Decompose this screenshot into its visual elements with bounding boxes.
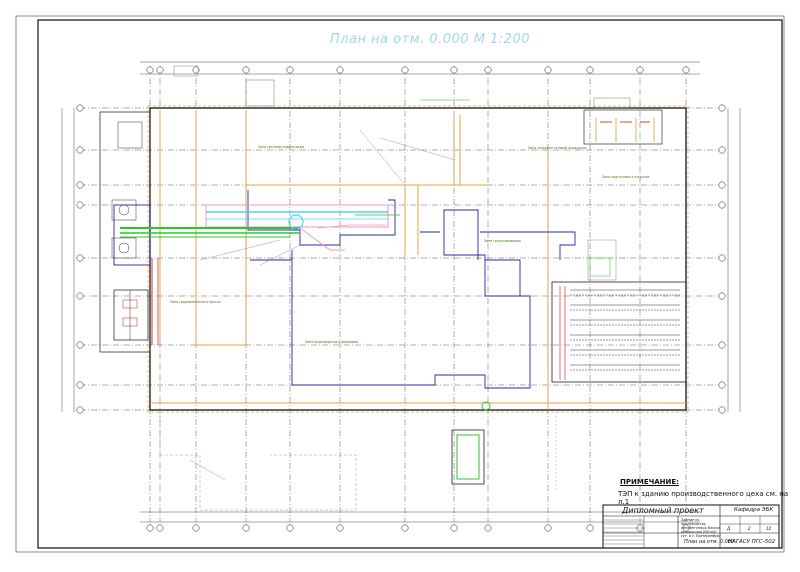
department: Кафедра ЭБК bbox=[734, 507, 774, 513]
zone-label: Зона производства и формовки bbox=[305, 340, 359, 344]
site-elements bbox=[159, 410, 557, 511]
inner-frame bbox=[37, 19, 783, 549]
column-grid bbox=[76, 66, 726, 532]
zone-label: Зона гидравлического пресса bbox=[170, 300, 221, 304]
left-equipment bbox=[111, 121, 143, 340]
sheet-title: План на отм. 0.000 bbox=[684, 539, 735, 545]
building-walls bbox=[99, 65, 689, 413]
note-heading: ПРИМЕЧАНИЕ: bbox=[620, 478, 679, 486]
sheet-number: 2 bbox=[748, 526, 751, 531]
top-right-equipment bbox=[583, 97, 663, 281]
outer-frame bbox=[15, 15, 785, 553]
dimension-lines bbox=[61, 61, 741, 523]
zone-label: Зона системы подачи воды bbox=[258, 145, 305, 149]
stage: Д bbox=[727, 526, 731, 531]
note-text: ТЭП к зданию производственного цеха см. … bbox=[618, 490, 789, 506]
sheets-total: 12 bbox=[766, 526, 772, 531]
equipment-outlines bbox=[113, 190, 576, 389]
project-type: Дипломный проект bbox=[622, 506, 704, 515]
conveyors bbox=[120, 99, 491, 411]
project-name: Здание по производству пенобетонных блок… bbox=[681, 518, 721, 538]
production-lines bbox=[551, 281, 687, 383]
zone-label: Зона гранулирования bbox=[484, 239, 521, 243]
leader-lines bbox=[189, 129, 456, 481]
organization: НАГАСУ ПГС-502 bbox=[728, 539, 776, 545]
title-block bbox=[602, 504, 780, 549]
drawing-title: План на отм. 0.000 М 1:200 bbox=[330, 32, 531, 47]
zone-label: Зона подготовки к отгрузке bbox=[602, 175, 650, 179]
zone-label: Зона упаковки готовой продукции bbox=[528, 146, 587, 150]
